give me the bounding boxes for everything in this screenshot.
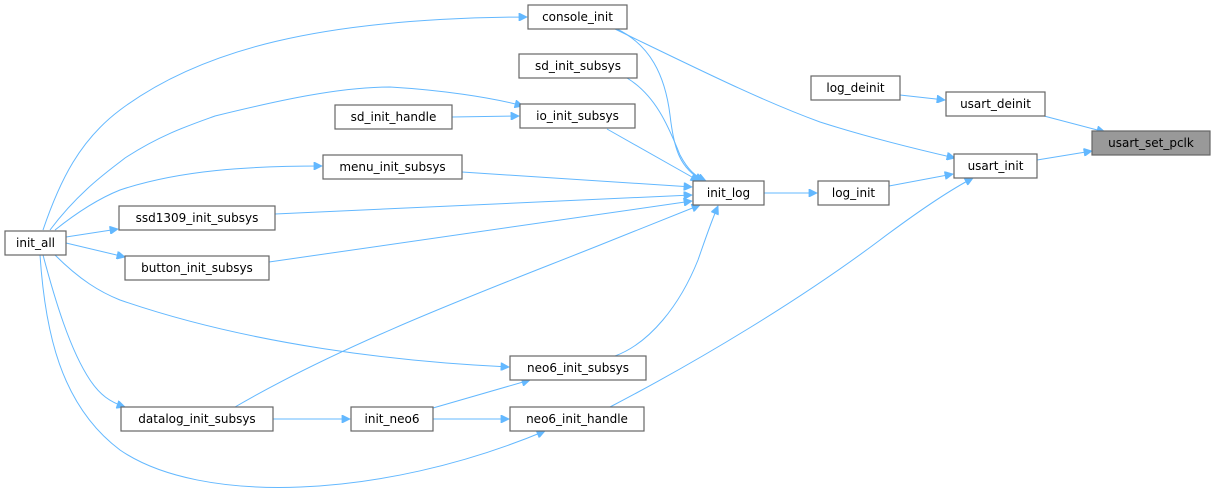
node-neo6_init_subsys[interactable]: neo6_init_subsys (509, 355, 647, 381)
node-init_neo6[interactable]: init_neo6 (350, 406, 434, 432)
node-usart_set_pclk[interactable]: usart_set_pclk (1091, 130, 1211, 156)
node-button_init_subsys[interactable]: button_init_subsys (124, 255, 270, 281)
edge-console_init-init_log (616, 28, 703, 181)
edge-neo6_init_handle-usart_init (609, 177, 973, 408)
node-init_all[interactable]: init_all (4, 230, 67, 256)
svg-text:neo6_init_subsys: neo6_init_subsys (527, 361, 629, 375)
node-usart_deinit[interactable]: usart_deinit (945, 91, 1046, 117)
svg-text:button_init_subsys: button_init_subsys (141, 261, 253, 275)
svg-text:menu_init_subsys: menu_init_subsys (339, 160, 445, 174)
edge-log_deinit-usart_deinit (899, 94, 945, 100)
edge-io_init_subsys-init_log (606, 128, 699, 181)
edge-neo6_init_subsys-init_log (614, 206, 718, 357)
svg-text:sd_init_subsys: sd_init_subsys (535, 59, 621, 73)
nodes: console_init sd_init_subsys log_deinit u… (4, 4, 1211, 432)
edge-sd_init_handle-io_init_subsys (451, 116, 519, 117)
node-neo6_init_handle[interactable]: neo6_init_handle (509, 406, 645, 432)
node-menu_init_subsys[interactable]: menu_init_subsys (322, 154, 463, 180)
node-ssd1309_init_subsys[interactable]: ssd1309_init_subsys (118, 205, 276, 231)
edges (39, 17, 1105, 488)
edge-init_all-datalog_init_subsys (42, 254, 125, 407)
svg-text:neo6_init_handle: neo6_init_handle (526, 412, 628, 426)
svg-text:init_all: init_all (16, 236, 55, 250)
svg-text:datalog_init_subsys: datalog_init_subsys (138, 412, 255, 426)
svg-text:ssd1309_init_subsys: ssd1309_init_subsys (136, 211, 259, 225)
edge-datalog_init_subsys-init_log (234, 205, 700, 408)
svg-text:init_log: init_log (707, 186, 750, 200)
edge-init_neo6-neo6_init_subsys (432, 380, 530, 409)
edge-init_all-console_init (42, 17, 527, 231)
svg-text:usart_init: usart_init (968, 159, 1024, 173)
svg-text:init_neo6: init_neo6 (365, 412, 420, 426)
svg-text:log_init: log_init (832, 186, 876, 200)
node-console_init[interactable]: console_init (527, 4, 628, 30)
edge-ssd1309_init_subsys-init_log (274, 195, 692, 215)
svg-text:usart_deinit: usart_deinit (960, 97, 1031, 111)
edge-console_init-usart_init (614, 28, 955, 158)
node-io_init_subsys[interactable]: io_init_subsys (519, 103, 636, 129)
edge-usart_init-usart_set_pclk (1036, 151, 1092, 161)
svg-text:sd_init_handle: sd_init_handle (351, 110, 437, 124)
svg-text:usart_set_pclk: usart_set_pclk (1108, 136, 1194, 150)
node-sd_init_handle[interactable]: sd_init_handle (334, 104, 453, 130)
node-usart_init[interactable]: usart_init (953, 153, 1038, 179)
node-datalog_init_subsys[interactable]: datalog_init_subsys (120, 406, 274, 432)
node-sd_init_subsys[interactable]: sd_init_subsys (518, 53, 638, 79)
edge-init_all-neo6_init_handle (39, 254, 545, 488)
node-init_log[interactable]: init_log (692, 180, 765, 206)
edge-menu_init_subsys-init_log (461, 171, 692, 187)
edge-button_init_subsys-init_log (268, 201, 692, 263)
node-log_init[interactable]: log_init (817, 180, 890, 206)
edge-init_all-ssd1309_init_subsys (65, 229, 118, 238)
edge-init_all-button_init_subsys (65, 242, 125, 257)
edge-usart_deinit-usart_set_pclk (1043, 115, 1105, 132)
svg-text:console_init: console_init (542, 10, 613, 24)
edge-init_all-neo6_init_subsys (54, 254, 509, 367)
edge-log_init-usart_init (888, 174, 953, 187)
edge-init_all-menu_init_subsys (54, 166, 322, 231)
svg-text:log_deinit: log_deinit (826, 81, 885, 95)
svg-text:io_init_subsys: io_init_subsys (536, 109, 619, 123)
node-log_deinit[interactable]: log_deinit (810, 75, 901, 101)
edge-init_all-io_init_subsys (49, 86, 523, 231)
